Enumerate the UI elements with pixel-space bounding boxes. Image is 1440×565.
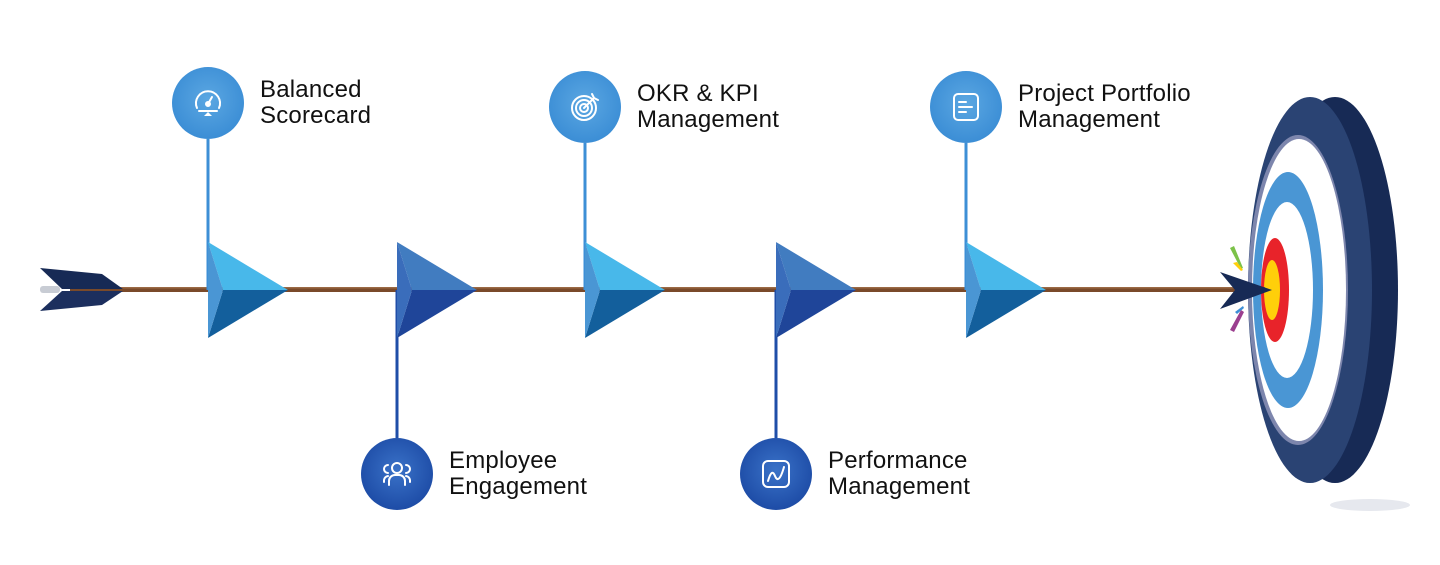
label-line: Scorecard xyxy=(260,102,372,129)
line-chart-icon xyxy=(759,457,793,491)
impact-spark-yellow xyxy=(1233,262,1243,271)
label-line: Management xyxy=(637,106,780,133)
label-line: Project Portfolio xyxy=(1018,80,1191,107)
flag-face-bottom xyxy=(966,290,1046,338)
label-line: Management xyxy=(828,473,971,500)
users-icon xyxy=(380,457,414,491)
flag-face-edge xyxy=(776,242,791,338)
impact-spark-purple xyxy=(1230,310,1244,332)
arrow-fletching-top xyxy=(40,268,123,289)
milestone-balanced-scorecard xyxy=(206,139,288,338)
impact-spark-green xyxy=(1230,246,1243,269)
target-icon-badge xyxy=(549,71,621,143)
arrow-shaft xyxy=(70,287,1265,292)
flag-face-edge xyxy=(585,242,600,338)
document-icon xyxy=(949,90,983,124)
impact-spark-blue xyxy=(1235,306,1244,314)
flag-face-top xyxy=(585,242,665,290)
flag-marker xyxy=(397,242,477,338)
arrow-nock xyxy=(40,286,60,293)
label-line: Management xyxy=(1018,106,1161,133)
flag-face-top xyxy=(208,242,288,290)
flag-face-bottom xyxy=(208,290,288,338)
milestone-project-portfolio-management xyxy=(964,143,1046,338)
arrow-fletching-bottom xyxy=(40,291,123,311)
milestone-performance-management xyxy=(774,242,856,438)
target-icon xyxy=(568,90,602,124)
flag-marker xyxy=(966,242,1046,338)
arrow xyxy=(40,268,1272,311)
flag-face-top xyxy=(397,242,477,290)
arrow-shaft-highlight xyxy=(70,287,1265,289)
flag-marker xyxy=(776,242,856,338)
flag-face-top xyxy=(966,242,1046,290)
label-line: Performance xyxy=(828,447,968,474)
target-shadow xyxy=(1330,499,1410,511)
flag-marker xyxy=(208,242,288,338)
document-icon-badge xyxy=(930,71,1002,143)
flag-face-edge xyxy=(208,242,223,338)
milestones xyxy=(206,139,1046,438)
flag-face-top xyxy=(776,242,856,290)
label-line: Balanced xyxy=(260,76,362,103)
label-line: Engagement xyxy=(449,473,588,500)
label-line: OKR & KPI xyxy=(637,80,759,107)
arrow-head xyxy=(1220,272,1272,309)
gauge-icon-badge xyxy=(172,67,244,139)
line-chart-icon-badge xyxy=(740,438,812,510)
flag-face-bottom xyxy=(776,290,856,338)
milestone-okr-kpi-management xyxy=(583,143,665,338)
flag-face-bottom xyxy=(585,290,665,338)
label-line: Employee xyxy=(449,447,558,474)
flag-face-bottom xyxy=(397,290,477,338)
gauge-icon xyxy=(191,86,225,120)
flag-marker xyxy=(585,242,665,338)
bullseye-target-icon xyxy=(1230,97,1410,511)
flag-face-edge xyxy=(397,242,412,338)
users-icon-badge xyxy=(361,438,433,510)
milestone-employee-engagement xyxy=(395,242,477,438)
flag-face-edge xyxy=(966,242,981,338)
